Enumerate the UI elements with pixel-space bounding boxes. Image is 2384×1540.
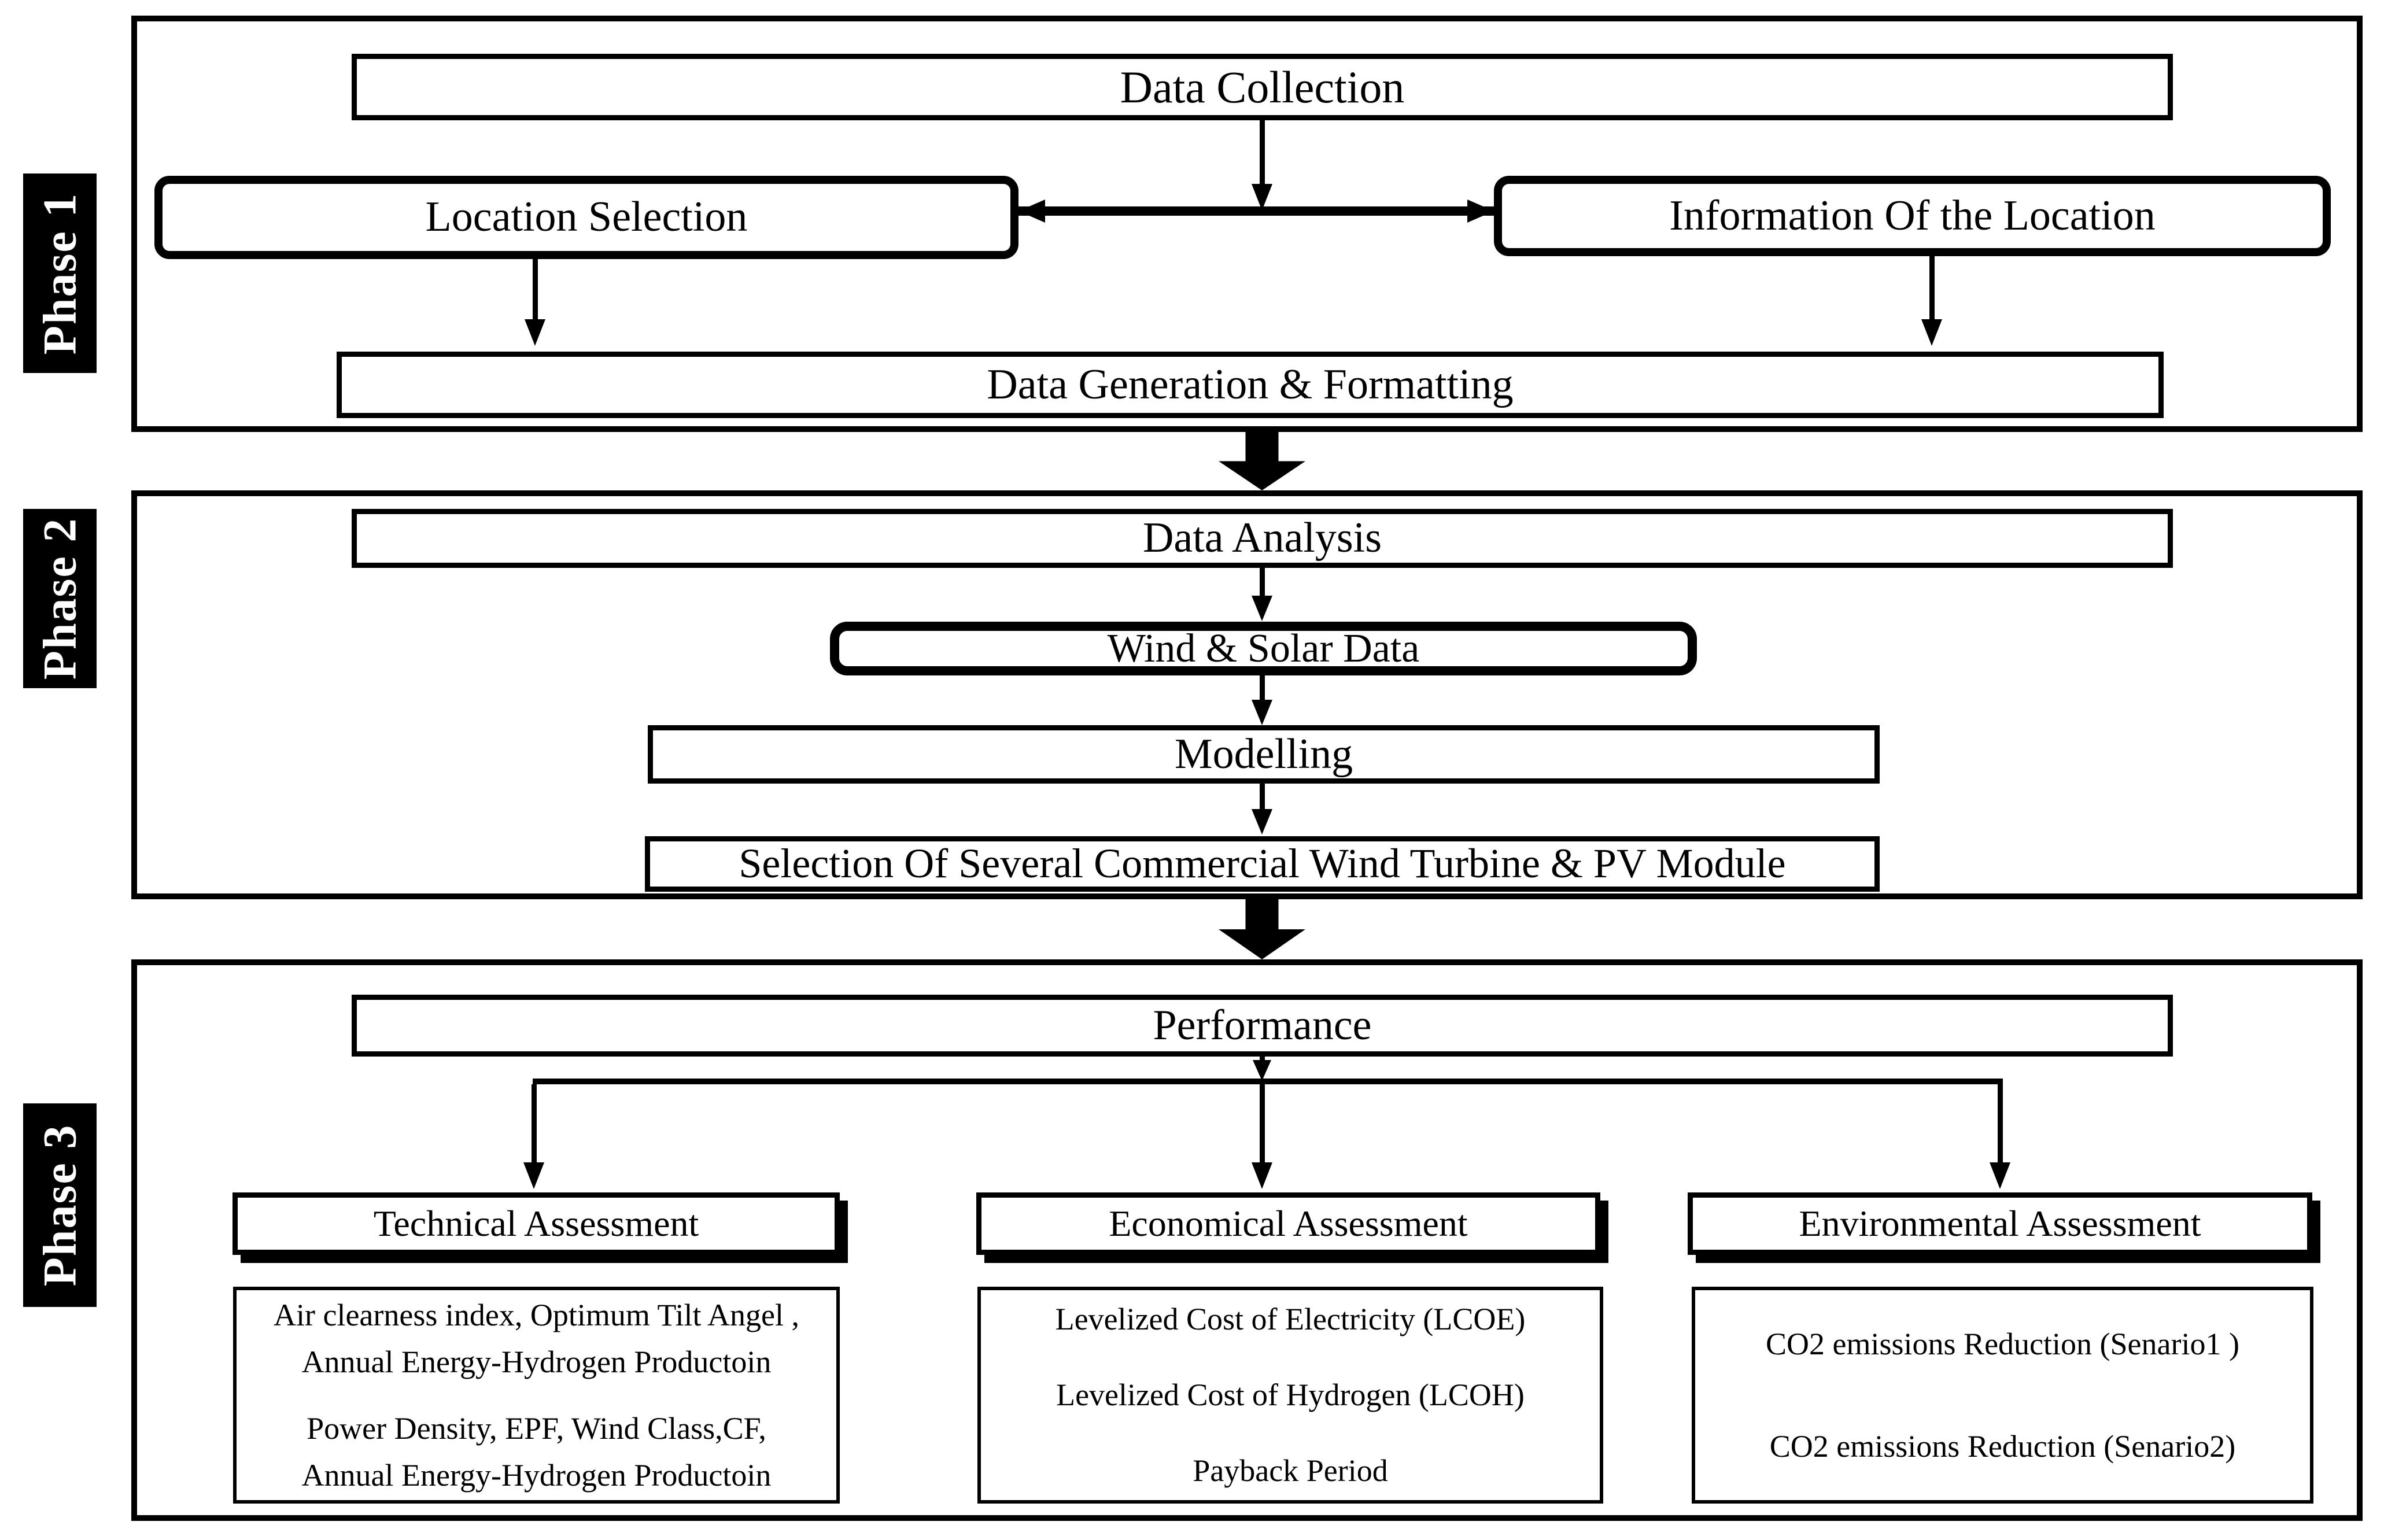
economical-detail-line: Payback Period [1193,1453,1388,1488]
phase-1-label-text: Phase 1 [33,192,86,354]
node-technical-assessment: Technical Assessment [233,1192,840,1255]
environmental-detail-line: CO2 emissions Reduction (Senario2) [1769,1428,2236,1464]
technical-detail-line: Power Density, EPF, Wind Class,CF, [307,1410,766,1446]
arrowhead-to-location-icon [1018,200,1045,223]
economical-detail-line: Levelized Cost of Hydrogen (LCOH) [1056,1377,1525,1412]
node-data-collection: Data Collection [352,54,2173,120]
arrowhead-to-information-icon [1467,200,1494,223]
node-selection-commercial: Selection Of Several Commercial Wind Tur… [645,836,1880,892]
arrowhead-performance-down-icon [1253,1060,1271,1081]
node-wind-solar-data: Wind & Solar Data [830,622,1697,675]
arrowhead-information-to-generation-icon [1921,319,1942,346]
phase-3-frame [131,959,2363,1521]
connector-information-to-generation-stem [1929,256,1935,320]
arrowhead-location-to-generation-icon [525,319,545,346]
phase-2-frame [131,490,2363,899]
connector-to-environmental-stem [1998,1084,2003,1164]
phase-2-label: Phase 2 [23,509,97,688]
connector-split-bar [1018,206,1494,216]
node-location-selection: Location Selection [154,176,1018,259]
arrowhead-modelling-to-selection-icon [1252,809,1272,834]
connector-analysis-to-windsolar-stem [1260,568,1265,597]
block-arrow-phase2-to-phase3-icon [1219,899,1305,959]
phase-1-frame [131,16,2363,432]
arrowhead-windsolar-to-modelling-icon [1252,700,1272,725]
connector-windsolar-to-modelling-stem [1260,675,1265,701]
connector-modelling-to-selection-stem [1260,784,1265,810]
phase-1-label: Phase 1 [23,173,97,373]
technical-detail-line: Annual Energy-Hydrogen Productoin [301,1457,772,1493]
arrowhead-to-technical-icon [523,1162,544,1189]
phase-3-label-text: Phase 3 [33,1124,86,1287]
phase-2-label-text: Phase 2 [33,517,86,680]
arrowhead-to-economical-icon [1252,1162,1272,1189]
connector-to-technical-stem [532,1084,537,1164]
phase-3-label: Phase 3 [23,1103,97,1307]
node-data-generation-formatting: Data Generation & Formatting [337,352,2164,418]
arrowhead-data-collection-down-icon [1252,184,1272,210]
environmental-detail-line: CO2 emissions Reduction (Senario1 ) [1766,1326,2239,1361]
connector-performance-stem [1260,1057,1265,1062]
node-information-of-location: Information Of the Location [1494,176,2331,256]
node-environmental-assessment: Environmental Assessment [1688,1192,2312,1255]
connector-location-to-generation-stem [533,259,538,320]
connector-data-collection-stem [1260,120,1265,185]
node-economical-assessment: Economical Assessment [976,1192,1600,1255]
technical-detail-line: Air clearness index, Optimum Tilt Angel … [274,1297,799,1332]
technical-assessment-details: Air clearness index, Optimum Tilt Angel … [233,1287,840,1504]
node-data-analysis: Data Analysis [352,509,2173,568]
node-modelling: Modelling [648,725,1880,784]
connector-to-economical-stem [1260,1084,1265,1164]
economical-assessment-details: Levelized Cost of Electricity (LCOE) Lev… [977,1287,1603,1504]
block-arrow-phase1-to-phase2-icon [1219,432,1305,490]
environmental-assessment-details: CO2 emissions Reduction (Senario1 ) CO2 … [1692,1287,2313,1504]
arrowhead-to-environmental-icon [1990,1162,2010,1189]
technical-detail-line: Annual Energy-Hydrogen Productoin [301,1344,772,1379]
arrowhead-analysis-to-windsolar-icon [1252,596,1272,621]
node-performance: Performance [352,995,2173,1057]
economical-detail-line: Levelized Cost of Electricity (LCOE) [1055,1302,1526,1336]
connector-fanout-bar [533,1079,2003,1084]
